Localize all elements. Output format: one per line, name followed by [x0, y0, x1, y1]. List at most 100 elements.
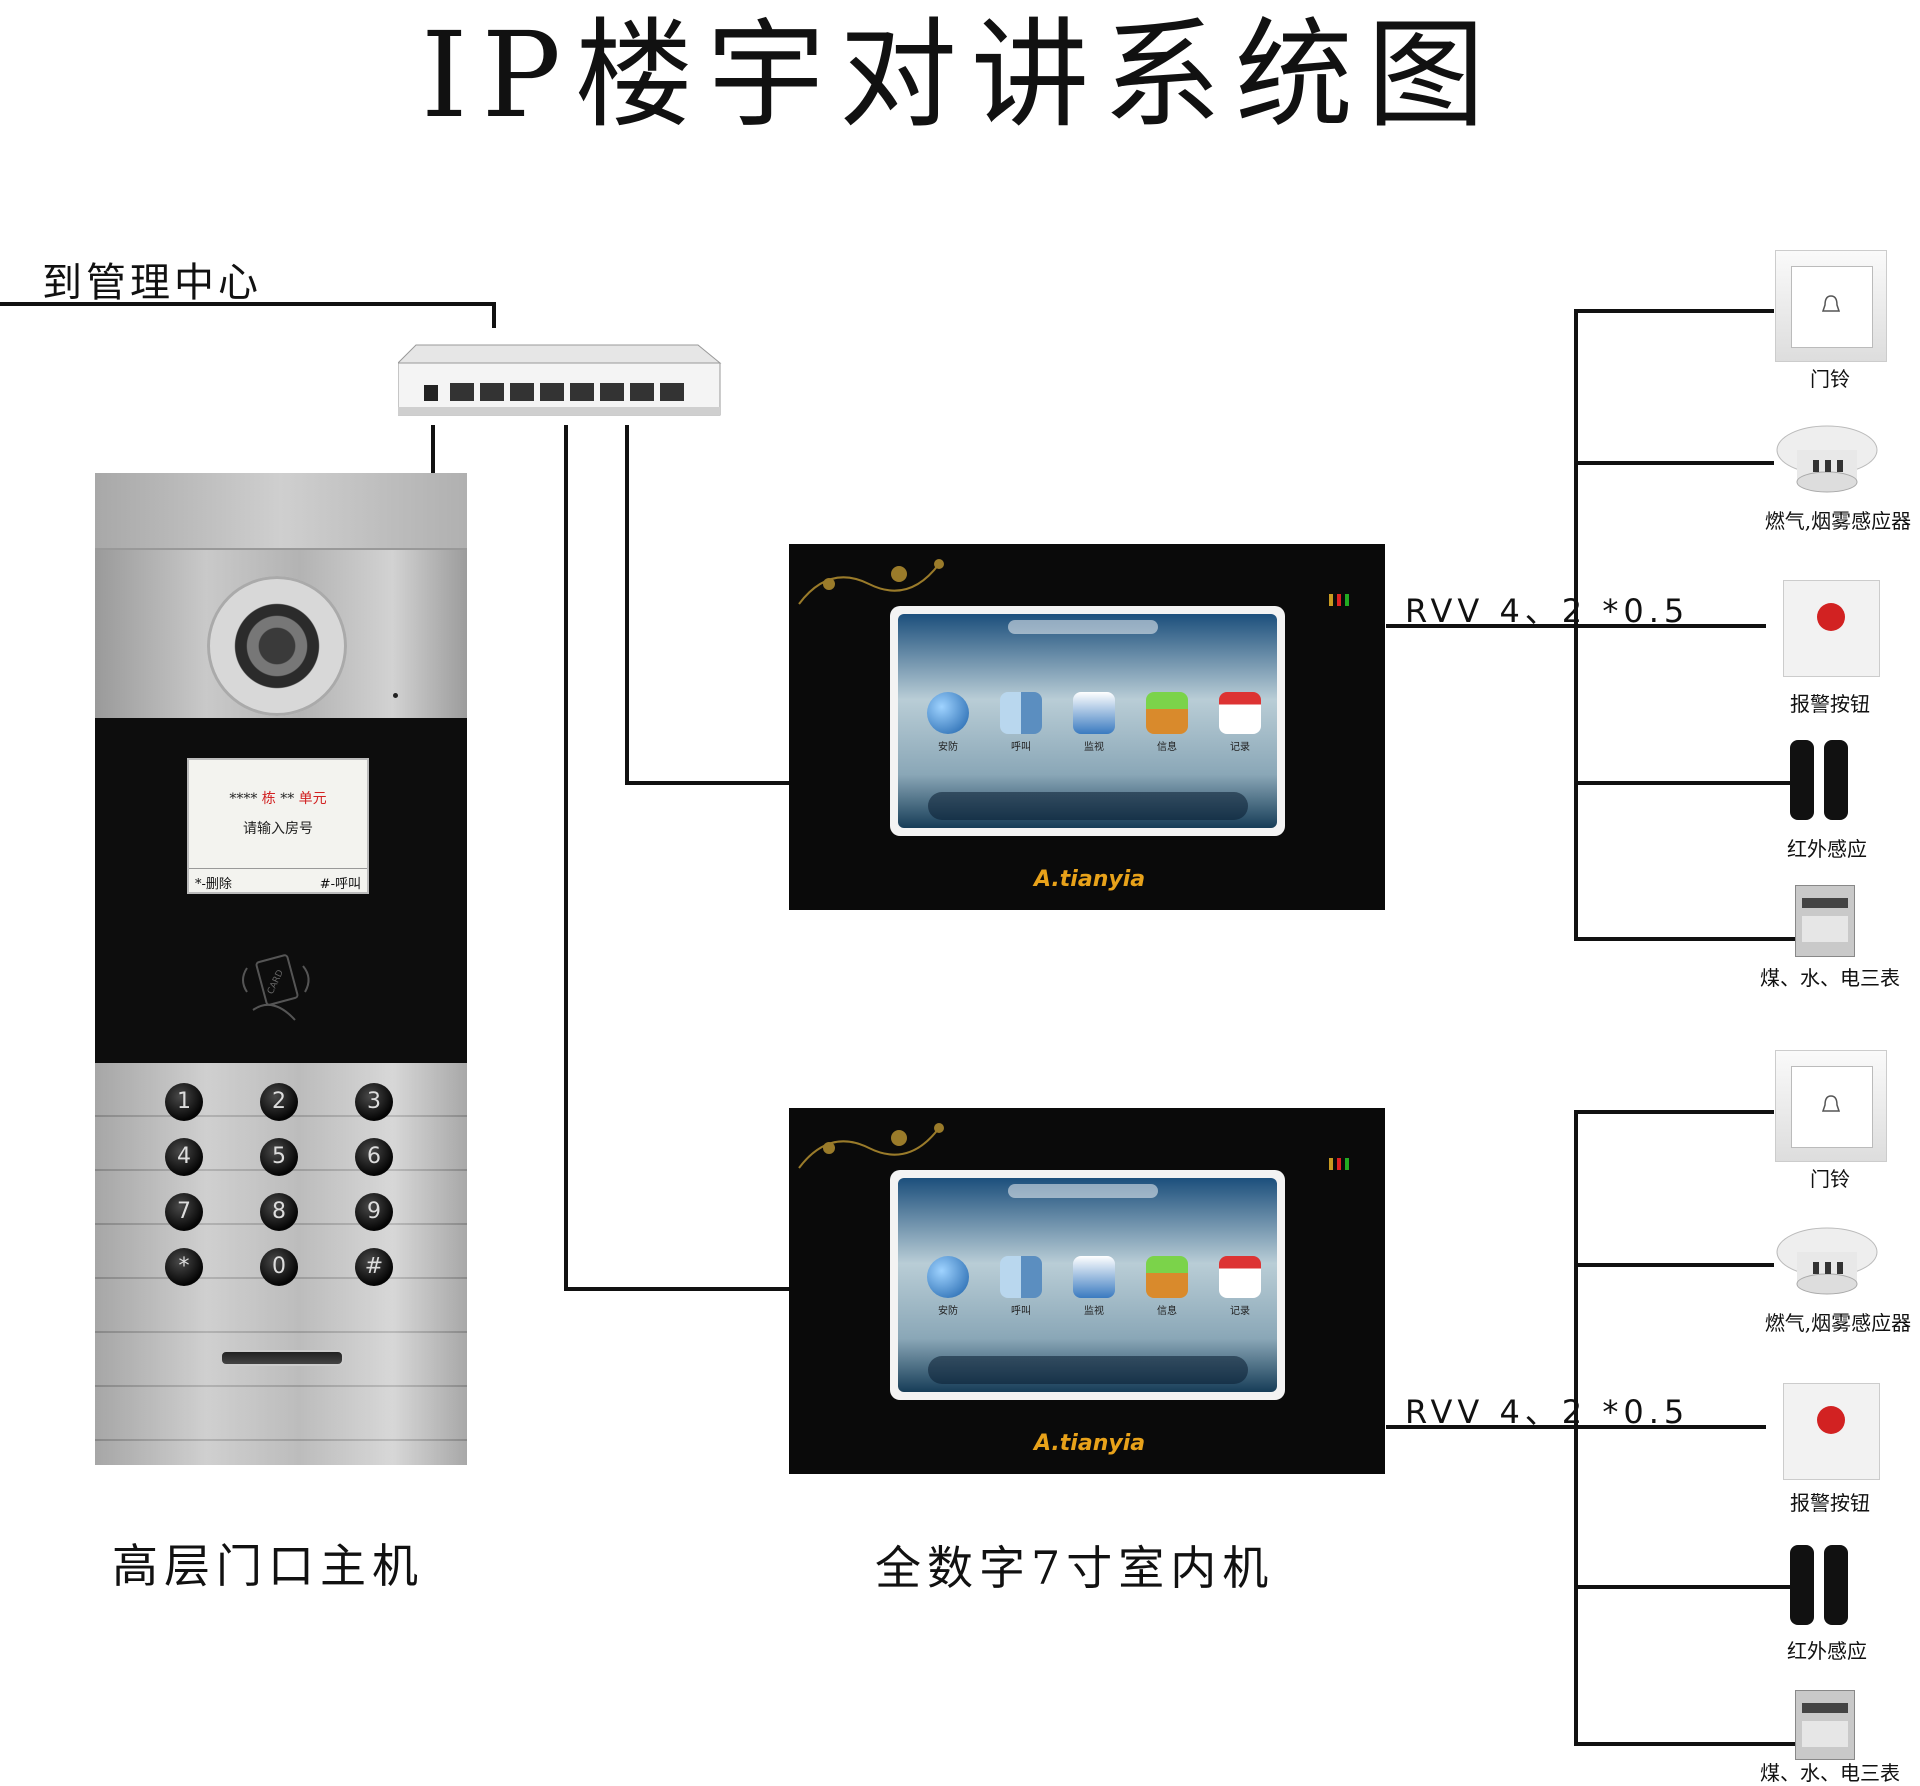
device-label-doorbell: 门铃 — [1810, 1167, 1850, 1191]
wire-switch-monitor1-h — [625, 781, 789, 785]
lcd-stars-2: ** — [280, 791, 295, 807]
app-label: 记录 — [1230, 1306, 1250, 1317]
inbox-icon — [1146, 692, 1188, 734]
app-security[interactable]: 安防 — [923, 692, 973, 753]
doorbell-icon — [1775, 1050, 1887, 1162]
status-led-yellow — [1329, 594, 1333, 606]
status-led-red — [1337, 1158, 1341, 1170]
meter-icon — [1795, 1690, 1855, 1760]
status-led-yellow — [1329, 1158, 1333, 1170]
key-4[interactable]: 4 — [165, 1138, 203, 1176]
status-led-red — [1337, 594, 1341, 606]
smoke-detector-icon — [1775, 1222, 1880, 1302]
device-label-meter: 煤、水、电三表 — [1760, 966, 1900, 990]
key-8[interactable]: 8 — [260, 1193, 298, 1231]
key-1[interactable]: 1 — [165, 1083, 203, 1121]
app-label: 记录 — [1230, 742, 1250, 753]
lcd-call-hint: #-呼叫 — [319, 877, 361, 892]
globe-icon — [927, 692, 969, 734]
card-text: CARD — [266, 969, 286, 997]
diagram-title: IP楼宇对讲系统图 — [420, 6, 1499, 144]
app-monitor[interactable]: 监视 — [1069, 1256, 1119, 1317]
lcd-line-2: 请输入房号 — [243, 821, 313, 837]
wire-switch-monitor1-v — [625, 425, 629, 783]
floral-ornament-icon — [798, 559, 944, 605]
app-label: 呼叫 — [1011, 742, 1031, 753]
outdoor-door-station: **** 栋 ** 单元 请输入房号 *-删除 #-呼叫 CARD 1 2 — [95, 473, 467, 1465]
wire-mgmt-horizontal — [0, 302, 494, 306]
wire-bus2-doorbell — [1574, 1110, 1774, 1114]
app-label: 安防 — [938, 742, 958, 753]
key-5[interactable]: 5 — [260, 1138, 298, 1176]
monitor-screen: 安防 呼叫 监视 信息 记录 — [890, 606, 1285, 836]
device-label-infrared: 红外感应 — [1787, 837, 1867, 861]
camera-icon — [207, 576, 347, 716]
key-9[interactable]: 9 — [355, 1193, 393, 1231]
photo-icon — [1073, 1256, 1115, 1298]
infrared-sensor-icon — [1790, 1545, 1860, 1625]
lcd-building: 栋 — [261, 791, 276, 807]
wire-bus1-smoke — [1574, 461, 1774, 465]
keypad: 1 2 3 4 5 6 7 8 9 * 0 # — [95, 1063, 467, 1465]
alarm-button-icon — [1783, 1383, 1880, 1480]
device-label-meter: 煤、水、电三表 — [1760, 1761, 1900, 1785]
calendar-icon — [1219, 692, 1261, 734]
meter-icon — [1795, 885, 1855, 957]
monitor-screen: 安防 呼叫 监视 信息 记录 — [890, 1170, 1285, 1400]
app-label: 呼叫 — [1011, 1306, 1031, 1317]
app-records[interactable]: 记录 — [1215, 1256, 1265, 1317]
lcd-stars-1: **** — [229, 791, 258, 807]
app-info[interactable]: 信息 — [1142, 1256, 1192, 1317]
lcd-delete-hint: *-删除 — [195, 877, 232, 892]
key-6[interactable]: 6 — [355, 1138, 393, 1176]
network-switch — [396, 325, 732, 425]
app-call[interactable]: 呼叫 — [996, 692, 1046, 753]
finder-icon — [1000, 692, 1042, 734]
wire-bus1-ir — [1574, 781, 1790, 785]
wire-bus2-meter — [1574, 1742, 1806, 1746]
app-records[interactable]: 记录 — [1215, 692, 1265, 753]
key-0[interactable]: 0 — [260, 1248, 298, 1286]
key-3[interactable]: 3 — [355, 1083, 393, 1121]
wire-bus1-vertical — [1574, 309, 1578, 941]
wire-bus2-ir — [1574, 1585, 1790, 1589]
device-label-infrared: 红外感应 — [1787, 1639, 1867, 1663]
app-monitor[interactable]: 监视 — [1069, 692, 1119, 753]
display-band: **** 栋 ** 单元 请输入房号 *-删除 #-呼叫 CARD — [95, 718, 467, 1063]
wire-switch-outdoor — [431, 425, 435, 475]
lcd-screen: **** 栋 ** 单元 请输入房号 *-删除 #-呼叫 — [187, 758, 369, 894]
wire-bus2-vertical — [1574, 1110, 1578, 1746]
panel-top-strip — [95, 473, 467, 550]
wire-bus1-doorbell — [1574, 309, 1774, 313]
key-2[interactable]: 2 — [260, 1083, 298, 1121]
app-info[interactable]: 信息 — [1142, 692, 1192, 753]
cable-label-2: RVV 4、2 *0.5 — [1405, 1393, 1690, 1431]
app-label: 安防 — [938, 1306, 958, 1317]
device-label-smoke: 燃气,烟雾感应器 — [1764, 509, 1912, 533]
outdoor-station-caption: 高层门口主机 — [112, 1539, 424, 1593]
wire-switch-monitor2-v — [564, 425, 568, 1291]
device-label-doorbell: 门铃 — [1810, 367, 1850, 391]
inbox-icon — [1146, 1256, 1188, 1298]
app-call[interactable]: 呼叫 — [996, 1256, 1046, 1317]
wire-bus2-smoke — [1574, 1263, 1774, 1267]
app-label: 信息 — [1157, 742, 1177, 753]
calendar-icon — [1219, 1256, 1261, 1298]
indoor-monitor-2: 安防 呼叫 监视 信息 记录 A.tianyia — [789, 1108, 1385, 1474]
indoor-unit-caption: 全数字7寸室内机 — [875, 1541, 1275, 1595]
lcd-line-1: **** 栋 ** 单元 — [189, 788, 367, 808]
smoke-detector-icon — [1775, 420, 1880, 500]
indoor-monitor-1: 安防 呼叫 监视 信息 记录 A.tianyia — [789, 544, 1385, 910]
key-hash[interactable]: # — [355, 1248, 393, 1286]
key-7[interactable]: 7 — [165, 1193, 203, 1231]
infrared-sensor-icon — [1790, 740, 1860, 820]
device-label-smoke: 燃气,烟雾感应器 — [1764, 1311, 1912, 1335]
key-star[interactable]: * — [165, 1248, 203, 1286]
app-label: 监视 — [1084, 742, 1104, 753]
to-management-label: 到管理中心 — [42, 260, 262, 306]
finder-icon — [1000, 1256, 1042, 1298]
lcd-unit: 单元 — [298, 791, 327, 807]
alarm-button-icon — [1783, 580, 1880, 677]
brand-logo: A.tianyia — [1034, 867, 1146, 892]
app-security[interactable]: 安防 — [923, 1256, 973, 1317]
